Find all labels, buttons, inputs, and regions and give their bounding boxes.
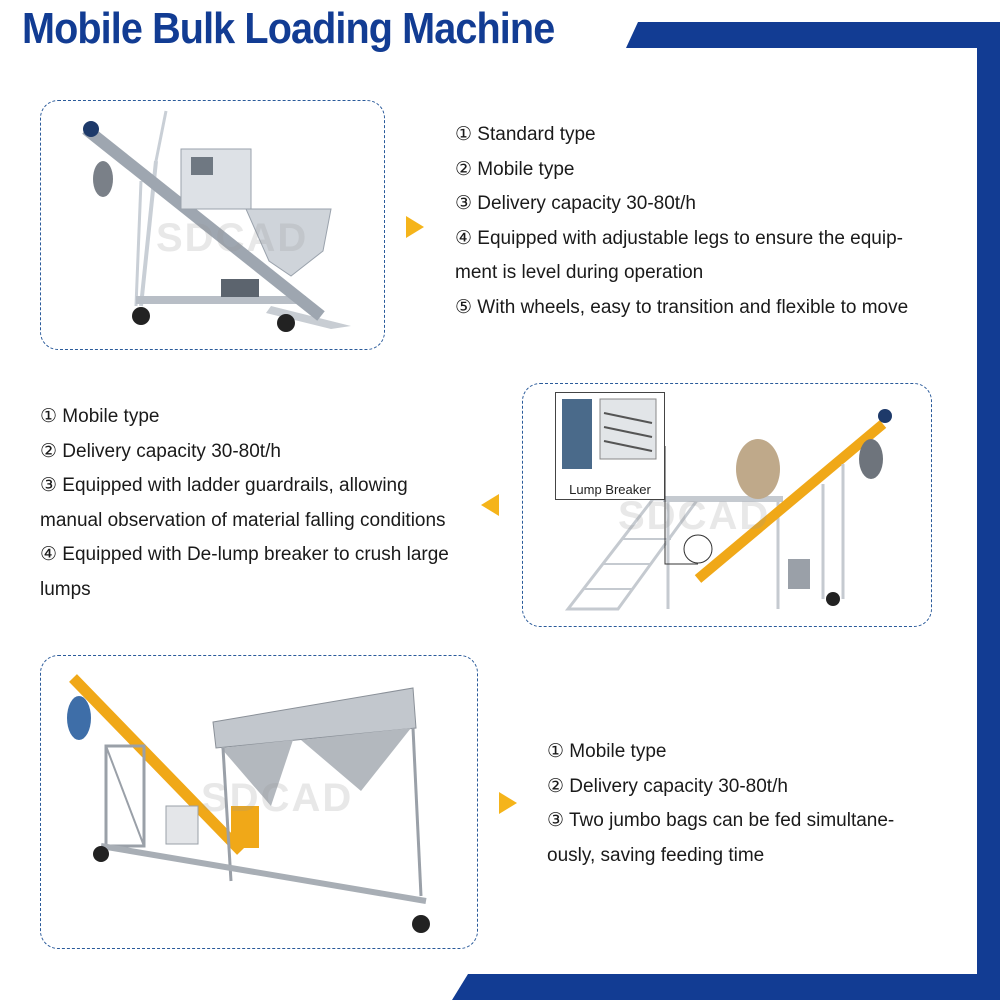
- feature-item: ③ Two jumbo bags can be fed simultane-: [547, 810, 895, 831]
- feature-item: ④ Equipped with De-lump breaker to crush…: [40, 544, 449, 565]
- machine-illustration-3: [67, 674, 430, 933]
- side-band: [977, 22, 1000, 1000]
- inset-label: Lump Breaker: [569, 482, 651, 497]
- feature-item: ② Delivery capacity 30-80t/h: [547, 775, 788, 797]
- feature-item: ① Mobile type: [547, 741, 667, 762]
- machine-image-standard: SDCAD: [40, 100, 385, 350]
- feature-list-standard: ① Standard type ② Mobile type ③ Delivery…: [455, 118, 930, 325]
- footer-band: [452, 974, 1000, 1000]
- machine-illustration-1: [82, 110, 351, 332]
- pointer-arrow-left-icon: [481, 494, 499, 516]
- header-band: [626, 22, 1000, 48]
- lump-breaker-inset: Lump Breaker: [555, 392, 665, 500]
- feature-item: ① Mobile type: [40, 406, 160, 427]
- feature-item: ① Standard type: [455, 124, 596, 145]
- feature-item: ③ Equipped with ladder guardrails, allow…: [40, 475, 408, 496]
- machine-image-ladder: Lump Breaker SDCAD: [522, 383, 932, 627]
- feature-list-double-hopper: ① Mobile type ② Delivery capacity 30-80t…: [547, 735, 927, 873]
- feature-item: ② Mobile type: [455, 158, 575, 180]
- watermark-text: SDCAD: [156, 216, 309, 260]
- feature-item: ment is level during operation: [455, 262, 704, 283]
- machine-illustration-2: [564, 409, 892, 611]
- feature-item: lumps: [40, 578, 91, 600]
- feature-item: ② Delivery capacity 30-80t/h: [40, 440, 281, 462]
- feature-item: ③ Delivery capacity 30-80t/h: [455, 193, 696, 214]
- feature-item: ④ Equipped with adjustable legs to ensur…: [455, 227, 903, 249]
- pointer-arrow-right-icon: [499, 792, 517, 814]
- watermark-text: SDCAD: [201, 776, 354, 820]
- pointer-arrow-right-icon: [406, 216, 424, 238]
- machine-image-double-hopper: SDCAD: [40, 655, 478, 949]
- feature-item: ⑤ With wheels, easy to transition and fl…: [455, 296, 909, 318]
- watermark-text: SDCAD: [618, 494, 771, 538]
- feature-item: manual observation of material falling c…: [40, 509, 446, 531]
- feature-list-ladder: ① Mobile type ② Delivery capacity 30-80t…: [40, 400, 480, 607]
- page-title: Mobile Bulk Loading Machine: [22, 4, 555, 53]
- lump-breaker-illustration: [562, 398, 657, 469]
- feature-item: ously, saving feeding time: [547, 844, 765, 866]
